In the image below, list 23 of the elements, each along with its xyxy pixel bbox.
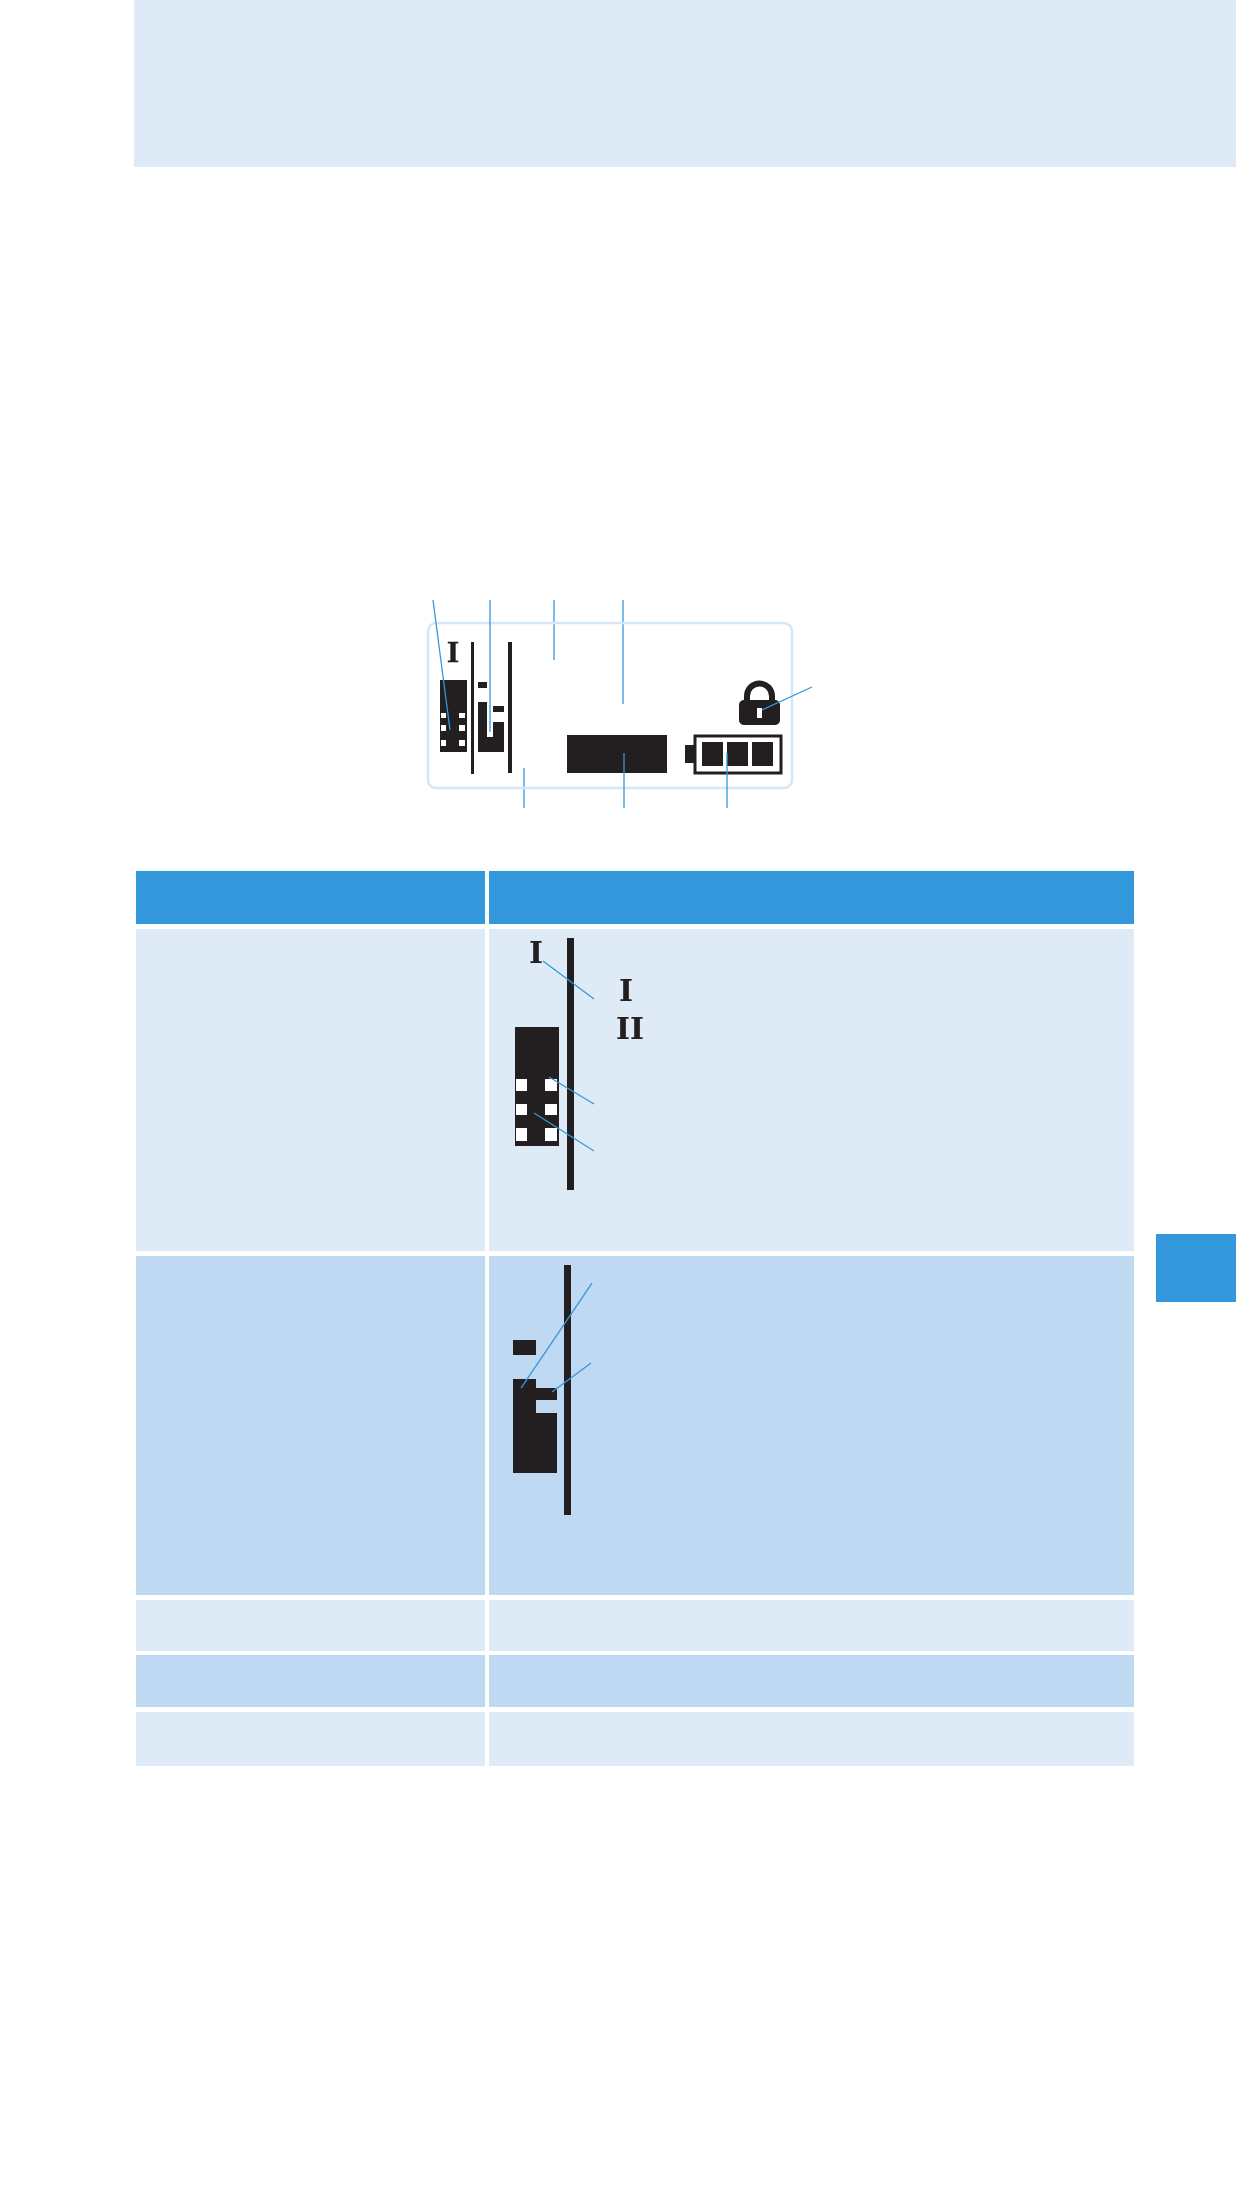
leader-line xyxy=(533,1112,595,1152)
channel-symbol: I xyxy=(620,979,632,1001)
level-meter xyxy=(440,680,467,752)
leader-line xyxy=(761,686,813,711)
leader-line xyxy=(520,1282,593,1389)
leader-line xyxy=(432,599,451,731)
leader-line xyxy=(542,960,595,1000)
level-meter xyxy=(515,1027,559,1146)
leader-line xyxy=(551,1362,592,1393)
display-segment xyxy=(567,735,667,773)
leader-line xyxy=(548,1076,595,1105)
channel-symbol: I xyxy=(447,641,459,663)
battery-icon xyxy=(685,734,783,775)
leader-line xyxy=(489,599,491,733)
leader-line xyxy=(623,752,625,809)
level-meter xyxy=(513,1340,557,1473)
leader-line xyxy=(726,752,728,809)
display-frame xyxy=(426,621,794,790)
channel-symbol: II xyxy=(617,1017,643,1039)
lock-icon xyxy=(739,680,780,725)
section-tab xyxy=(1156,1234,1236,1302)
level-meter xyxy=(478,682,504,752)
channel-symbol: I xyxy=(530,941,542,963)
